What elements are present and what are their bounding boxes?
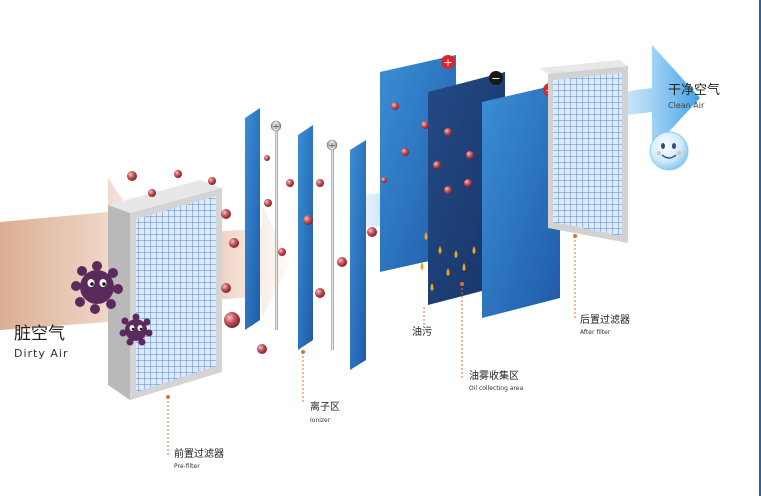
oil-area-label: 油雾收集区 [469, 371, 519, 382]
germ-icon [71, 261, 123, 314]
negative-electrode-badge: − [489, 71, 503, 85]
dirty-air-label: 脏空气 [14, 324, 65, 344]
page-edge-line [759, 0, 761, 496]
after-filter-panel [540, 60, 628, 243]
minus-sign-icon: − [491, 72, 500, 85]
oil-label: 油污 [412, 327, 432, 338]
clean-air-label-en: Clean Air [668, 101, 705, 110]
dirty-particles [127, 102, 474, 354]
ionizer-assembly: + + [245, 108, 366, 370]
oil-drips [420, 232, 476, 291]
plus-sign-icon: + [443, 56, 452, 69]
ionizer-electrode-1: + [270, 120, 282, 132]
after-filter-label-en: After filter [580, 329, 611, 336]
prefilter-label: 前置过滤器 [174, 449, 224, 460]
ionizer-electrode-2: + [326, 139, 338, 151]
after-filter-label: 后置过滤器 [580, 315, 630, 326]
plus-sign-icon: + [329, 141, 336, 150]
plus-sign-icon: + [273, 122, 280, 131]
leader-dots [166, 234, 577, 399]
clean-air-flow [600, 45, 700, 150]
germ-icon [119, 313, 153, 346]
leader-lines [167, 236, 576, 455]
positive-electrode-badge: + [441, 55, 455, 69]
clean-air-label: 干净空气 [668, 83, 721, 98]
prefilter-panel [108, 180, 222, 400]
oil-collector-plates: + − + [380, 55, 560, 318]
prefilter-label-en: Pre-filter [174, 463, 200, 470]
oil-area-label-en: Oil collecting area [469, 385, 524, 392]
dirty-air-label-en: Dirty Air [14, 347, 69, 360]
ionizer-label: 离子区 [310, 402, 340, 413]
smiling-bubble-icon [649, 131, 689, 171]
ionizer-label-en: Ionizer [310, 417, 331, 424]
